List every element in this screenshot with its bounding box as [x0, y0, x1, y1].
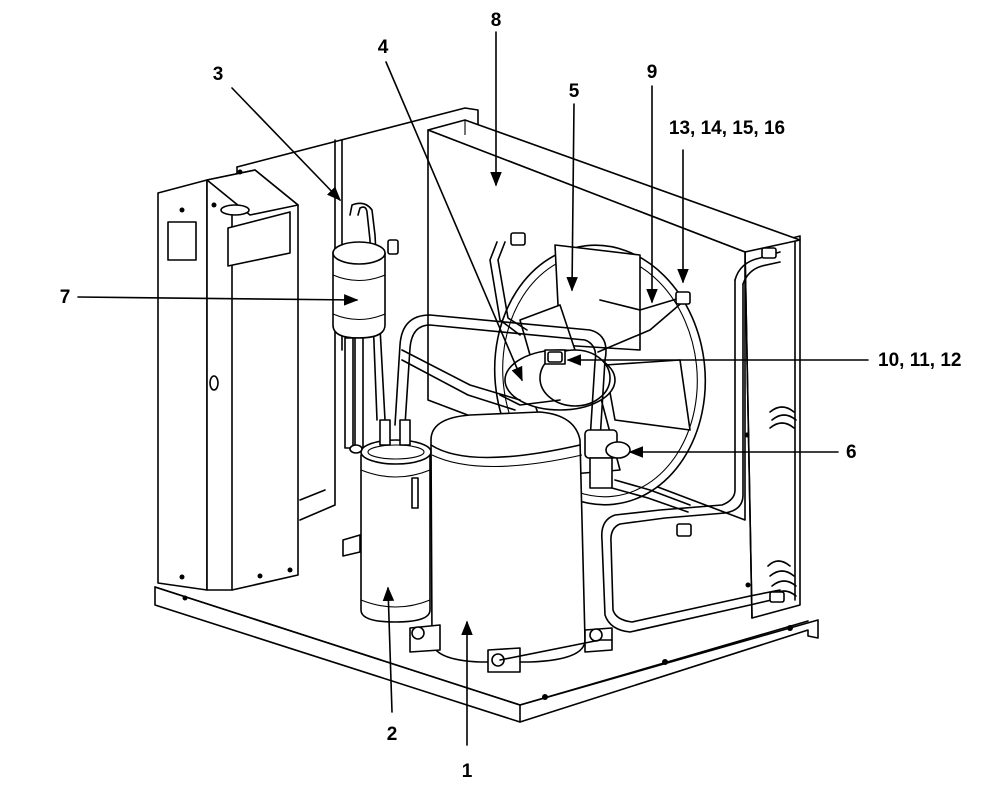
callout-6: 6: [846, 442, 857, 463]
callout-4: 4: [378, 37, 389, 58]
base-pan: [154, 586, 819, 723]
fan-motor: [499, 349, 616, 411]
callout-13-14-15-16: 13, 14, 15, 16: [669, 118, 785, 139]
callout-3: 3: [213, 64, 224, 85]
callout-7: 7: [60, 287, 71, 308]
callout-8: 8: [491, 10, 502, 31]
control-box: [157, 169, 299, 591]
compressor: [409, 411, 613, 673]
leader-lines: [77, 31, 869, 746]
accumulator: [342, 419, 432, 623]
callout-5: 5: [569, 81, 580, 102]
coil-end-panel: [743, 235, 801, 619]
receiver: [332, 241, 386, 449]
callout-1: 1: [462, 761, 473, 782]
callout-2: 2: [387, 724, 398, 745]
service-valves: [387, 232, 785, 603]
callout-9: 9: [647, 62, 658, 83]
refrigerant-piping: [349, 202, 781, 633]
callout-10-11-12: 10, 11, 12: [878, 350, 961, 371]
